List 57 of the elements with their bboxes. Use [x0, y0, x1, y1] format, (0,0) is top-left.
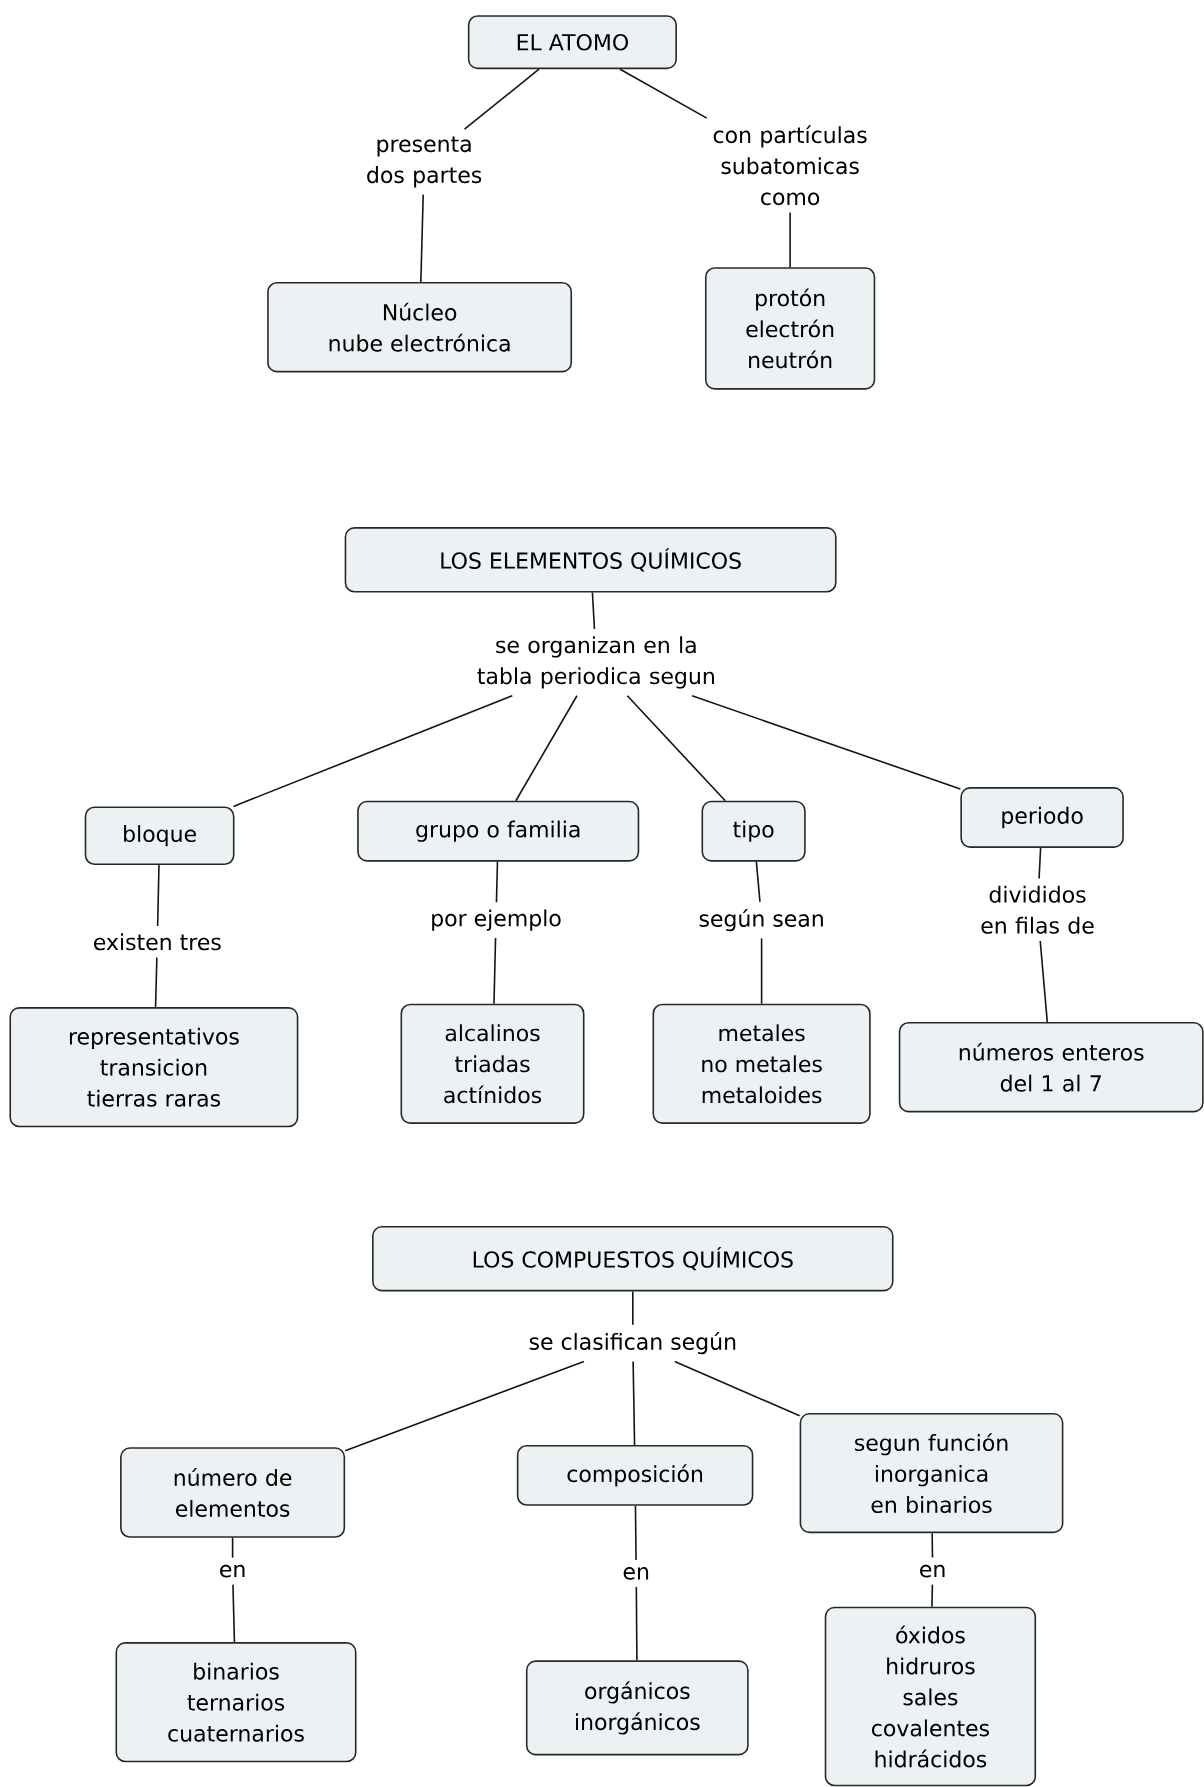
connector-line — [232, 694, 514, 808]
connector-line — [626, 694, 727, 802]
concept-box: orgánicos inorgánicos — [525, 1660, 749, 1756]
connector-line — [755, 860, 761, 903]
concept-box: óxidos hidruros sales covalentes hidrácidos — [824, 1606, 1037, 1787]
linking-phrase: en — [920, 1564, 945, 1578]
linking-phrase: por ejemplo — [432, 909, 561, 931]
connector-line — [931, 1532, 934, 1559]
linking-phrase: según sean — [699, 909, 823, 932]
concept-box: grupo o familia — [357, 800, 640, 862]
linking-phrase: se organizan en la tabla periodica segun — [477, 636, 714, 689]
linking-phrase: presenta dos partes — [367, 136, 482, 188]
linking-phrase: en — [623, 1567, 649, 1580]
connector-line — [1039, 940, 1049, 1023]
concept-box: números enteros del 1 al 7 — [898, 1021, 1204, 1113]
concept-box: segun función inorganica en binarios — [799, 1413, 1064, 1534]
connector-line — [619, 68, 708, 119]
connector-line — [673, 1360, 801, 1417]
linking-phrase: en — [220, 1564, 245, 1578]
concept-box: metales no metales metaloides — [652, 1003, 871, 1124]
connector-line — [1038, 847, 1042, 880]
linking-phrase: con partículas subatomicas como — [713, 125, 867, 206]
connector-line — [344, 1360, 585, 1452]
concept-box: representativos transicion tierras raras — [9, 1007, 299, 1128]
connector-line — [931, 1583, 934, 1608]
connector-line — [463, 68, 540, 130]
connector-line — [760, 937, 763, 1005]
concept-box: binarios ternarios cuaternarios — [115, 1642, 357, 1763]
connector-line — [632, 1360, 636, 1446]
concept-box: LOS COMPUESTOS QUÍMICOS — [372, 1226, 894, 1292]
connector-line — [634, 1505, 637, 1561]
connector-line — [691, 694, 962, 790]
concept-box: tipo — [701, 800, 806, 862]
connector-line — [156, 864, 160, 927]
concept-box: Núcleo nube electrónica — [267, 281, 573, 373]
concept-box: LOS ELEMENTOS QUÍMICOS — [344, 527, 837, 593]
concept-box: composición — [516, 1444, 754, 1506]
connector-line — [154, 956, 158, 1008]
concept-box: protón electrón neutrón — [704, 267, 876, 390]
connector-line — [420, 193, 425, 283]
linking-phrase: divididos en filas de — [981, 885, 1094, 934]
connector-line — [632, 1290, 634, 1326]
concept-box: alcalinos triadas actínidos — [400, 1003, 585, 1124]
linking-phrase: se clasifican según — [529, 1332, 736, 1355]
connector-line — [232, 1583, 236, 1643]
linking-phrase: existen tres — [94, 933, 221, 951]
concept-box: número de elementos — [120, 1447, 346, 1538]
connector-line — [789, 211, 791, 268]
concept-box: bloque — [84, 806, 235, 865]
connector-line — [591, 591, 596, 630]
connector-line — [635, 1586, 638, 1662]
connector-line — [493, 937, 497, 1005]
connector-line — [515, 694, 578, 802]
concept-box: periodo — [960, 787, 1124, 848]
connector-line — [495, 860, 499, 904]
connector-line — [231, 1536, 234, 1559]
concept-box: EL ATOMO — [467, 15, 677, 70]
